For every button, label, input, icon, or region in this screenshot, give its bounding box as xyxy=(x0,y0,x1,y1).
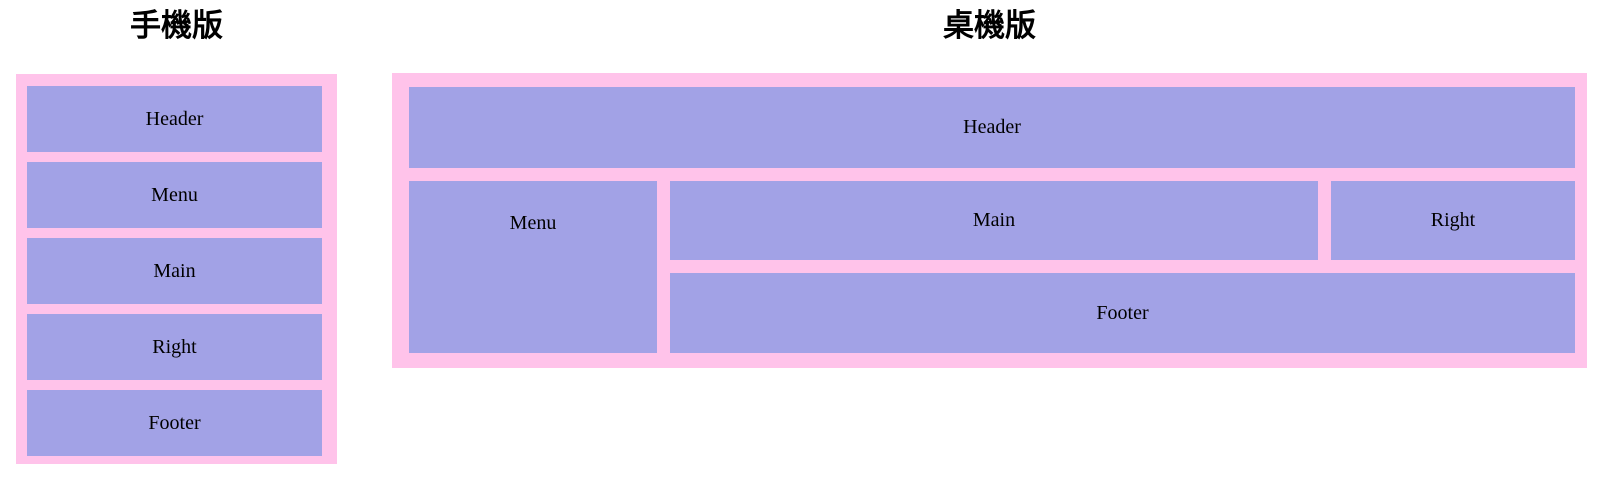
desktop-main-label: Main xyxy=(972,209,1016,231)
mobile-right-block: Right xyxy=(27,314,322,380)
desktop-footer-block: Footer xyxy=(670,273,1575,353)
mobile-footer-block: Footer xyxy=(27,390,322,456)
desktop-footer-label: Footer xyxy=(1096,301,1149,324)
mobile-layout-container: Header Menu Main Right Footer xyxy=(16,74,337,464)
mobile-header-label: Header xyxy=(145,107,204,130)
desktop-menu-block: Menu xyxy=(409,181,657,353)
desktop-menu-label: Menu xyxy=(509,212,557,234)
mobile-main-block: Main xyxy=(27,238,322,304)
mobile-menu-block: Menu xyxy=(27,162,322,228)
desktop-layout-container: Header Menu Main Right Footer xyxy=(392,73,1587,368)
desktop-main-block: Main xyxy=(670,181,1318,260)
mobile-footer-label: Footer xyxy=(148,411,201,434)
mobile-menu-label: Menu xyxy=(151,183,198,206)
desktop-section-title: 桌機版 xyxy=(943,8,1036,43)
mobile-main-label: Main xyxy=(153,259,196,282)
desktop-header-label: Header xyxy=(963,116,1021,138)
mobile-right-label: Right xyxy=(152,335,197,358)
desktop-right-block: Right xyxy=(1331,181,1575,260)
desktop-right-label: Right xyxy=(1430,209,1476,231)
mobile-section-title: 手機版 xyxy=(130,8,223,43)
desktop-header-block: Header xyxy=(409,87,1575,168)
mobile-header-block: Header xyxy=(27,86,322,152)
